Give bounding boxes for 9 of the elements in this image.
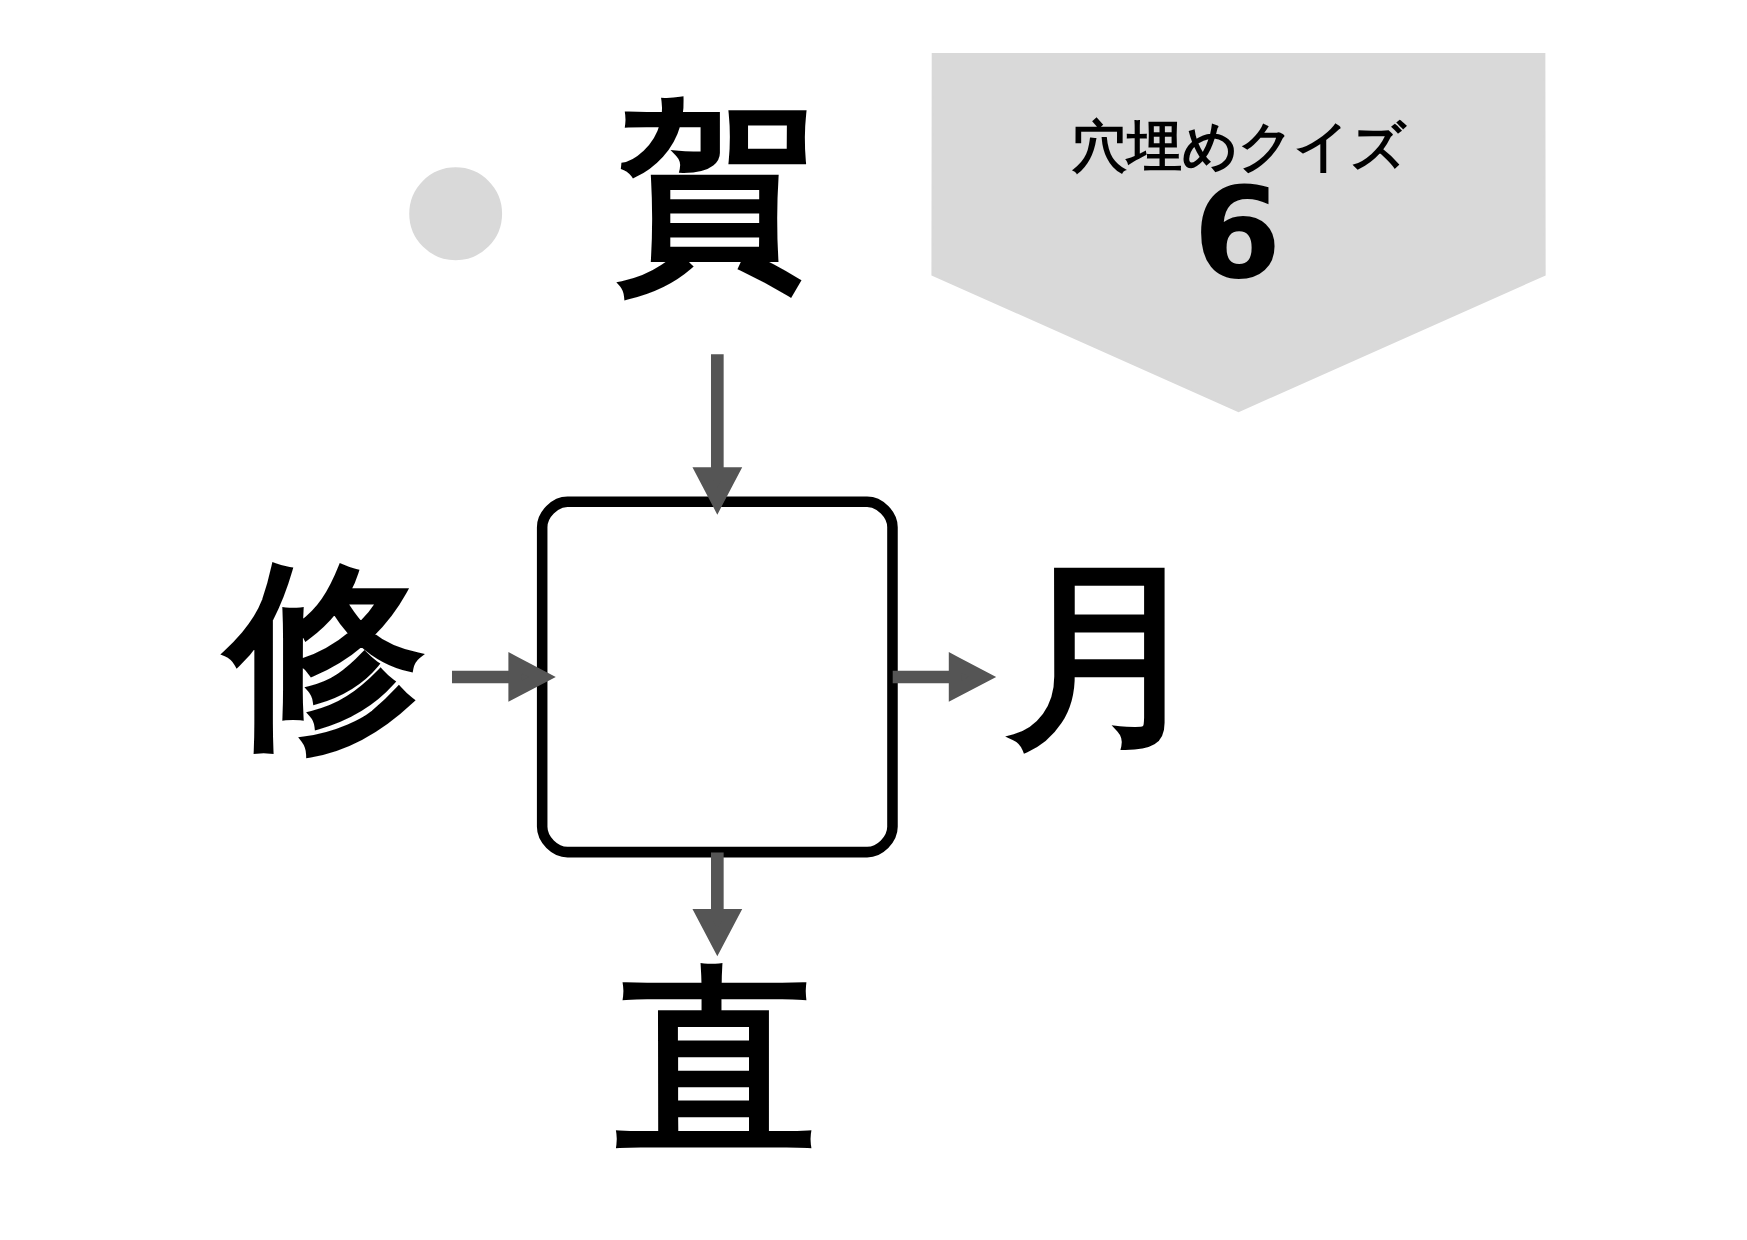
arrow — [692, 852, 743, 957]
arrow — [892, 652, 997, 702]
arrow — [452, 652, 556, 702]
node-text: 直 — [616, 944, 817, 1178]
node-circle — [409, 167, 503, 261]
arrow — [692, 354, 743, 515]
node-text: 賀 — [616, 75, 817, 309]
node-text: 月 — [1006, 538, 1207, 772]
node-box — [536, 496, 898, 858]
